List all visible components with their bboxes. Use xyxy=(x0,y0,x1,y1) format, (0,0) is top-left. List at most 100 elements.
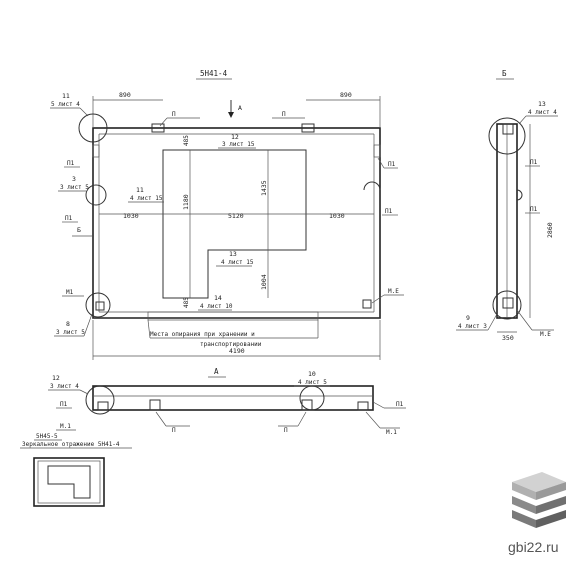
mark-p-top-left-leader xyxy=(159,117,168,127)
support-note: Места опирания при хранении и xyxy=(150,331,255,338)
dim-left-opening: 1030 xyxy=(123,212,139,220)
callout-11-sheet: 5 лист 4 xyxy=(51,101,80,108)
mirror-caption-2: Зеркальное отражение 5Н41-4 xyxy=(22,441,120,448)
top-notch-right xyxy=(301,123,315,133)
callout-8-leader xyxy=(83,313,93,337)
mirror-panel-outline xyxy=(33,457,105,507)
callout-11-leader xyxy=(79,107,89,117)
embedded-plate-bottom-left xyxy=(95,301,105,311)
main-view: 5Н41-4 1030 5120 1030 1180 1435 1004 485… xyxy=(50,69,404,360)
dim-overall-width: 4190 xyxy=(229,347,245,355)
logo-layer-bottom-right xyxy=(536,510,566,528)
callout-8-sheet: 3 лист 5 xyxy=(56,329,85,336)
callout-8-num: 8 xyxy=(66,320,70,328)
view-a-title: А xyxy=(214,367,219,376)
dim-top-left: 890 xyxy=(119,91,131,99)
main-view-title: 5Н41-4 xyxy=(200,69,228,78)
callout-13-num: 13 xyxy=(229,250,237,258)
callout-circle-top-left xyxy=(78,113,108,143)
callout-10-num: 10 xyxy=(308,370,316,378)
dim-small-left: 485 xyxy=(183,135,190,146)
view-a-plate-right xyxy=(357,401,369,411)
section-b-view: Б 13 4 лист 4 П1 П1 2860 350 9 4 лист 3 … xyxy=(456,69,558,342)
mark-n1-right: П1 xyxy=(388,161,396,168)
mark-p-top-left: П xyxy=(172,111,176,118)
callout-12b-num: 12 xyxy=(52,374,60,382)
support-zone xyxy=(147,311,319,321)
view-a-n1-left: П1 xyxy=(60,401,68,408)
callout-14-sheet: 4 лист 10 xyxy=(200,303,233,310)
callout-circle-mid-left xyxy=(85,184,107,206)
callout-12-sheet: 3 лист 15 xyxy=(222,141,255,148)
view-a-m1-right: М.1 xyxy=(386,429,397,436)
dim-section-thickness: 350 xyxy=(502,334,514,342)
section-b-me-leader xyxy=(516,309,533,331)
logo-layer-bottom-left xyxy=(512,510,536,528)
callout-9-leader xyxy=(487,313,498,331)
callout-10-sheet: 4 лист 5 xyxy=(298,379,327,386)
callout-14-num: 14 xyxy=(214,294,222,302)
view-a-p-bottom-leader xyxy=(155,411,167,427)
view-arrow-a-label: А xyxy=(238,104,242,112)
mirror-note: 5Н45-5 Зеркальное отражение 5Н41-4 xyxy=(20,433,132,507)
logo-layer-top-right xyxy=(536,482,566,500)
view-a: А 12 3 лист 4 10 4 лист 5 П1 П1 П П М.1 … xyxy=(48,367,406,436)
watermark-logo xyxy=(512,472,566,528)
support-leader-left xyxy=(147,319,151,339)
mark-me-right: М.Е xyxy=(388,288,399,295)
dim-vertical-left: 1435 xyxy=(260,180,268,196)
section-b-top-key xyxy=(502,123,514,135)
callout-12b-sheet: 3 лист 4 xyxy=(50,383,79,390)
mirror-panel-inner xyxy=(37,460,101,504)
view-arrow-a-head xyxy=(228,112,234,118)
view-a-n1-right-leader xyxy=(372,401,385,409)
callout-11-num: 11 xyxy=(62,92,70,100)
top-notch-left xyxy=(151,123,165,133)
dim-top-right: 890 xyxy=(340,91,352,99)
view-a-p-bottom-2: П xyxy=(284,427,288,434)
support-note-2: транспортировании xyxy=(200,341,262,348)
view-a-callout-left xyxy=(85,385,115,415)
callout-12b-leader xyxy=(79,389,89,395)
section-b-callout-bottom xyxy=(492,290,522,320)
logo-layer-top xyxy=(512,472,566,492)
embedded-plate-bottom-right xyxy=(362,299,372,309)
mark-n1-left-2: П1 xyxy=(65,215,73,222)
mirror-caption-1: 5Н45-5 xyxy=(36,433,58,440)
section-b-mid-groove xyxy=(516,189,523,201)
callout-3-num: 3 xyxy=(72,175,76,183)
callout-9-sheet: 4 лист 3 xyxy=(458,323,487,330)
callout-11b-num: 11 xyxy=(136,186,144,194)
mark-n1-left: П1 xyxy=(67,160,75,167)
watermark-site: gbi22.ru xyxy=(508,539,559,555)
section-b-n1-top: П1 xyxy=(530,159,538,166)
view-a-m1-left: М.1 xyxy=(60,423,71,430)
logo-layer-top-left xyxy=(512,482,536,500)
callout-13b-leader xyxy=(518,115,527,125)
mark-p-top-right: П xyxy=(282,111,286,118)
callout-13b-num: 13 xyxy=(538,100,546,108)
callout-circle-bottom-left xyxy=(85,292,111,318)
view-a-outline xyxy=(92,385,374,411)
logo-layer-mid-left xyxy=(512,496,536,514)
right-notch xyxy=(373,144,381,158)
left-notch xyxy=(92,144,100,158)
view-a-notch-1 xyxy=(149,399,161,411)
mark-me-right-leader xyxy=(371,294,385,304)
dim-vertical-right: 1004 xyxy=(260,274,268,290)
section-b-bottom-key xyxy=(502,297,514,309)
callout-3-sheet: 3 лист 5 xyxy=(60,184,89,191)
dim-right-opening: 1030 xyxy=(329,212,345,220)
window-opening xyxy=(162,149,307,299)
callout-12-num: 12 xyxy=(231,133,239,141)
logo-layer-mid-right xyxy=(536,496,566,514)
dim-center: 5120 xyxy=(228,212,244,220)
section-b-title: Б xyxy=(502,69,507,78)
view-a-n1-right: П1 xyxy=(396,401,404,408)
section-b-me: М.Е xyxy=(540,331,551,338)
view-a-p-bottom-2-leader xyxy=(297,411,307,427)
view-a-p-bottom: П xyxy=(172,427,176,434)
panel-outline xyxy=(92,127,381,319)
mark-n1-right-2: П1 xyxy=(385,208,393,215)
